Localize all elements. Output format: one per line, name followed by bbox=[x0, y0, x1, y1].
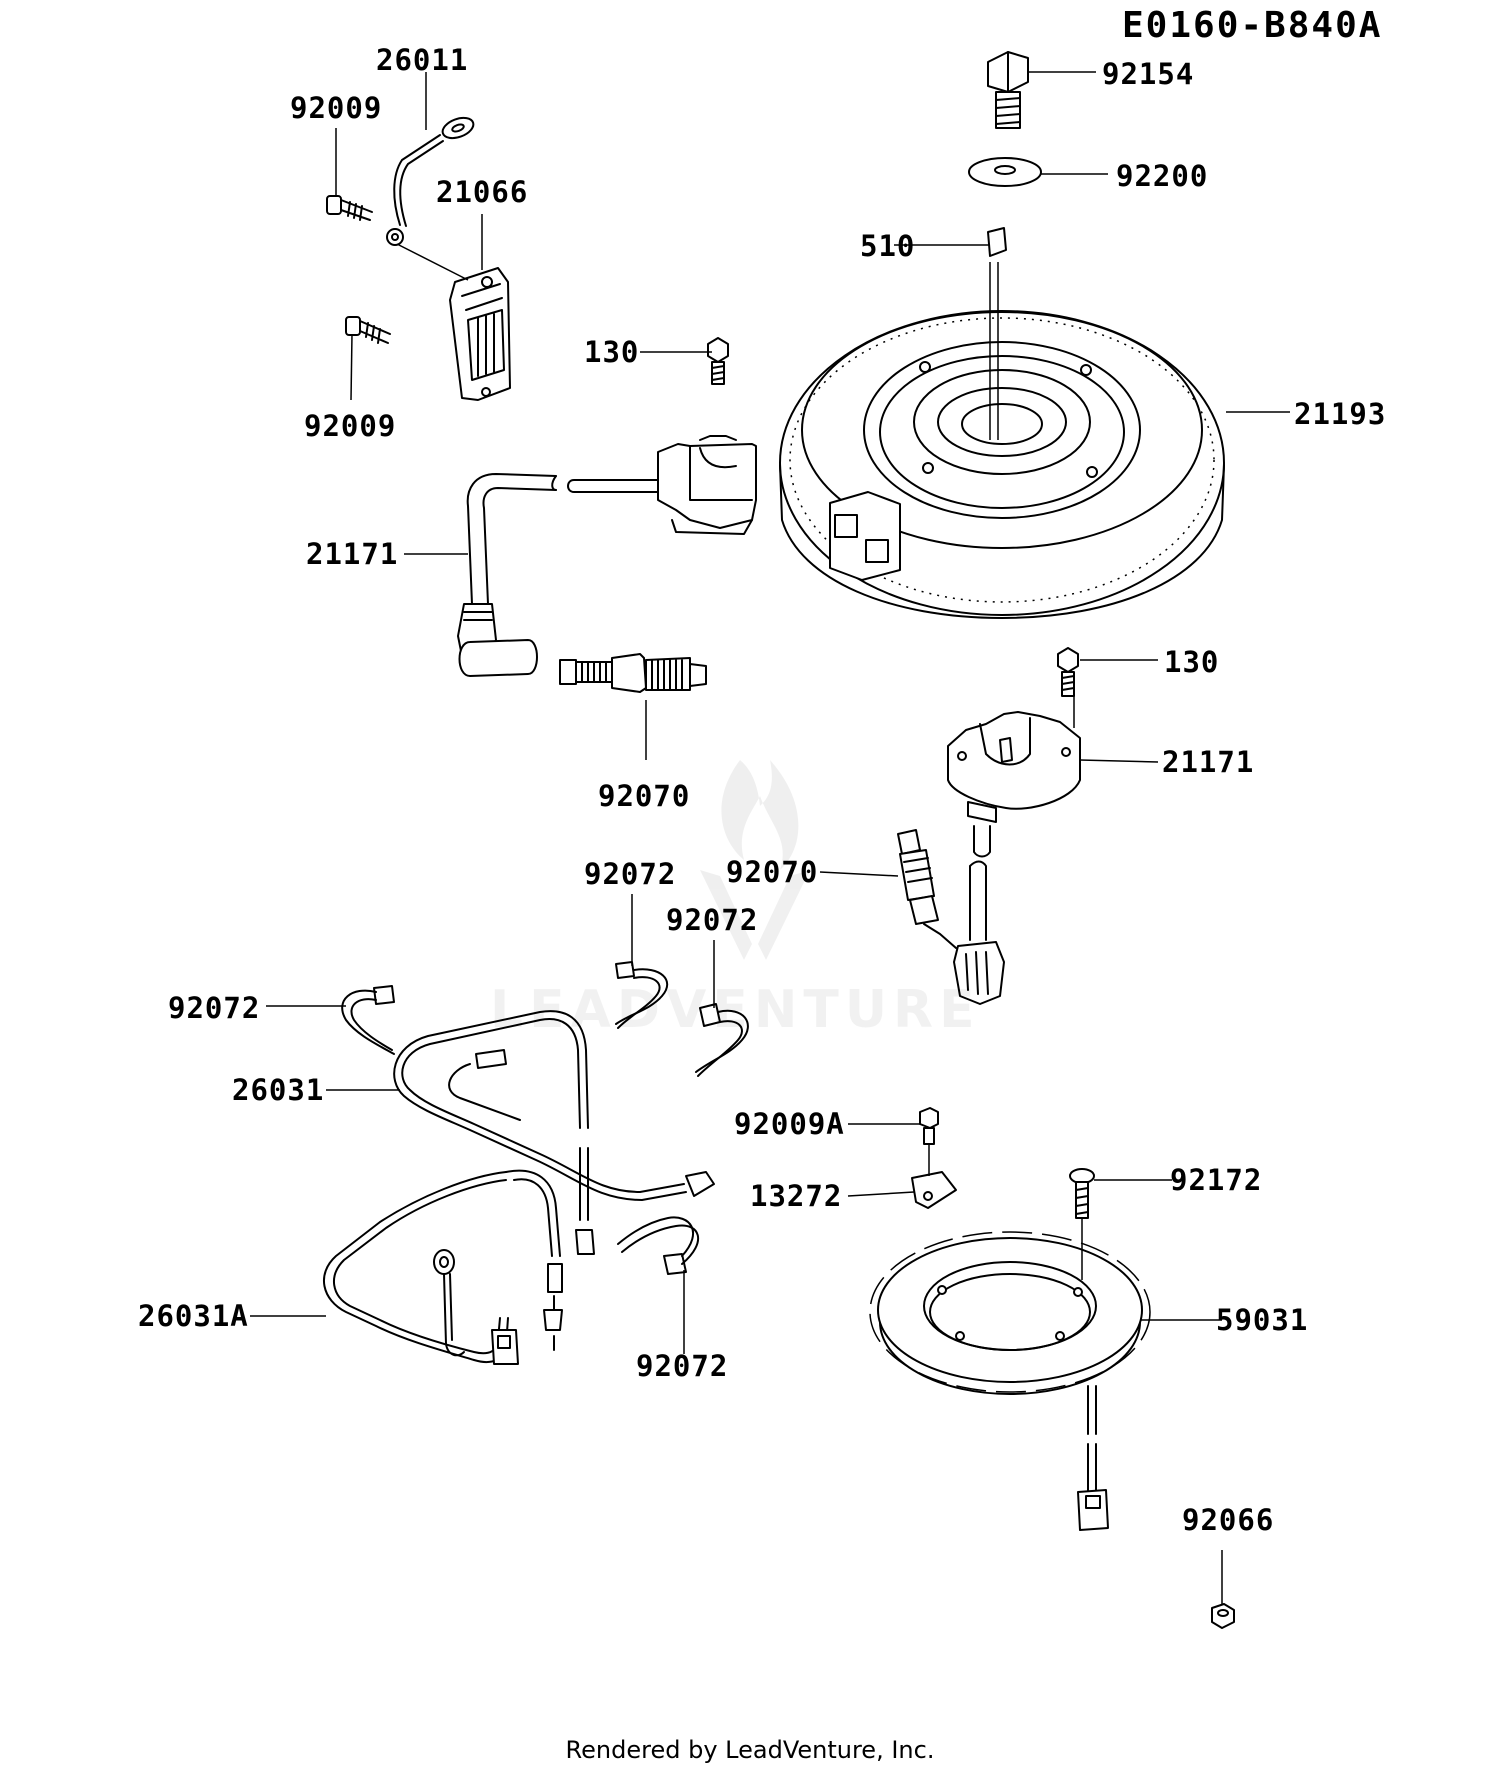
label-21171-left: 21171 bbox=[306, 537, 399, 571]
key-510 bbox=[987, 227, 1007, 257]
label-92070-mid: 92070 bbox=[726, 855, 819, 889]
plate-13272 bbox=[911, 1171, 957, 1209]
label-13272: 13272 bbox=[750, 1179, 843, 1213]
clamp-92072-b bbox=[695, 1003, 749, 1077]
ignition-coil-21171-right bbox=[947, 711, 1081, 858]
label-21066: 21066 bbox=[436, 175, 529, 209]
harness-26031 bbox=[393, 1010, 715, 1255]
label-130-top: 130 bbox=[584, 335, 640, 369]
nut-92066 bbox=[1211, 1603, 1235, 1629]
stator-lead bbox=[1077, 1385, 1109, 1531]
label-92072-d: 92072 bbox=[636, 1349, 729, 1383]
clamp-92072-d bbox=[617, 1216, 700, 1275]
label-92172: 92172 bbox=[1170, 1163, 1263, 1197]
leader-lines bbox=[250, 71, 1290, 1604]
regulator-21066 bbox=[449, 267, 511, 401]
label-26031A: 26031A bbox=[138, 1299, 249, 1333]
spark-plug-92070-mid bbox=[897, 829, 957, 949]
footer-credit: Rendered by LeadVenture, Inc. bbox=[565, 1736, 935, 1764]
high-tension-lead bbox=[466, 473, 659, 605]
label-26031: 26031 bbox=[232, 1073, 325, 1107]
label-92009A: 92009A bbox=[734, 1107, 845, 1141]
label-92066: 92066 bbox=[1182, 1503, 1275, 1537]
screw-92009-bottom bbox=[345, 316, 391, 344]
label-92072-a: 92072 bbox=[584, 857, 677, 891]
flywheel-21193 bbox=[779, 310, 1225, 619]
label-92072-c: 92072 bbox=[168, 991, 261, 1025]
label-59031: 59031 bbox=[1216, 1303, 1309, 1337]
label-130-right: 130 bbox=[1164, 645, 1220, 679]
lead-and-cap-right bbox=[953, 860, 1005, 1005]
bolt-92154 bbox=[987, 51, 1029, 129]
screw-92172 bbox=[1069, 1168, 1095, 1219]
label-92009-top: 92009 bbox=[290, 91, 383, 125]
washer-92200 bbox=[968, 157, 1042, 187]
label-92200: 92200 bbox=[1116, 159, 1209, 193]
label-92009-bottom: 92009 bbox=[304, 409, 397, 443]
label-92154: 92154 bbox=[1102, 57, 1195, 91]
ignition-coil-21171-left bbox=[657, 435, 757, 535]
screw-130-right bbox=[1057, 647, 1079, 697]
screw-130-top bbox=[707, 337, 729, 385]
screw-92009A bbox=[919, 1107, 939, 1145]
label-92072-b: 92072 bbox=[666, 903, 759, 937]
label-26011: 26011 bbox=[376, 43, 469, 77]
label-21171-right: 21171 bbox=[1162, 745, 1255, 779]
watermark-text: LEADVENTURE bbox=[490, 980, 981, 1040]
clamp-92072-c bbox=[341, 985, 395, 1055]
spark-plug-92070-left bbox=[559, 653, 707, 693]
harness-26031A bbox=[323, 1169, 563, 1365]
label-92070-left: 92070 bbox=[598, 779, 691, 813]
screw-92009-top bbox=[326, 195, 373, 221]
label-21193: 21193 bbox=[1294, 397, 1387, 431]
watermark-emblem bbox=[700, 760, 810, 960]
label-510: 510 bbox=[860, 229, 916, 263]
stator-59031 bbox=[869, 1231, 1151, 1395]
diagram-code: E0160-B840A bbox=[1122, 5, 1383, 46]
ground-lead-26011 bbox=[386, 116, 475, 246]
shaft-line bbox=[989, 262, 999, 440]
plug-cap bbox=[457, 603, 538, 677]
clamp-92072-a bbox=[615, 961, 669, 1029]
